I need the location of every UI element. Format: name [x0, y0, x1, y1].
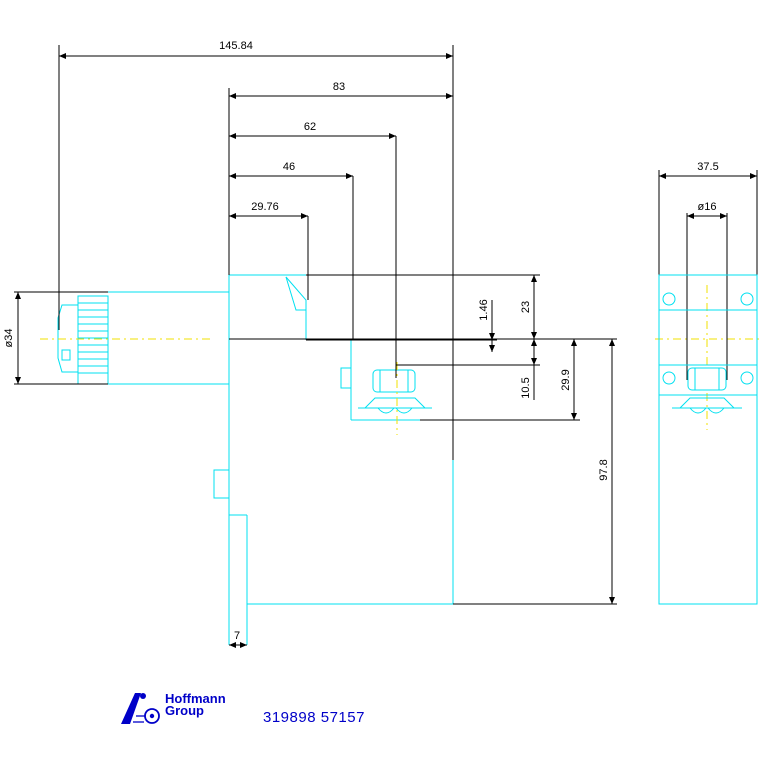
knurl-lines: [78, 302, 108, 374]
side-view-outline: [658, 274, 758, 605]
dim-7: 7: [234, 630, 240, 642]
dim-83: 83: [333, 81, 345, 93]
dimension-arrows: [15, 53, 757, 648]
dim-29-9: 29.9: [560, 369, 572, 390]
dimension-labels: 145.84 83 62 46 29.76 7 37.5 ø16 23 1.46…: [3, 40, 719, 642]
dim-1-46: 1.46: [478, 299, 490, 320]
dim-23: 23: [520, 301, 532, 313]
dim-145-84: 145.84: [219, 40, 253, 52]
center-lines: [40, 285, 762, 435]
main-view-outline: [57, 274, 533, 645]
dimension-lines: [14, 45, 758, 646]
dim-dia34: ø34: [3, 329, 15, 348]
sensor-probe: [358, 369, 432, 414]
logo-line-2: Group: [165, 703, 204, 718]
dim-62: 62: [304, 121, 316, 133]
logo-wordmark: Hoffmann Group: [165, 691, 226, 718]
dim-10-5: 10.5: [520, 377, 532, 398]
logo-line-1: Hoffmann: [165, 691, 226, 706]
dim-46: 46: [283, 161, 295, 173]
hoffmann-logo-icon: [121, 693, 160, 724]
part-number: 319898 57157: [263, 709, 365, 726]
dim-37-5: 37.5: [697, 161, 718, 173]
dim-dia16: ø16: [698, 201, 717, 213]
dim-29-76: 29.76: [251, 201, 279, 213]
dim-97-8: 97.8: [598, 459, 610, 480]
